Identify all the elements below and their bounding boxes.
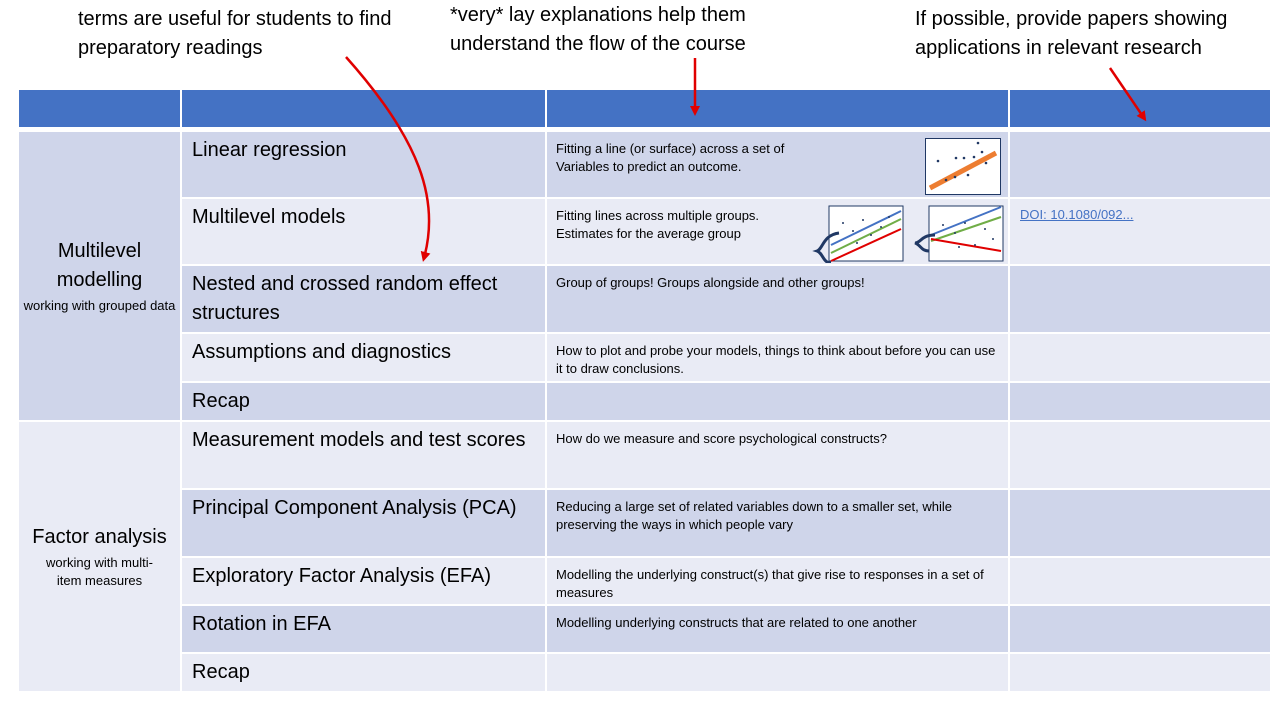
paper-link[interactable] [1010, 490, 1270, 498]
header-cell [180, 88, 547, 129]
topic-description: Fitting a line (or surface) across a set… [547, 132, 1008, 195]
paper-link[interactable]: DOI: 10.1080/092... [1020, 207, 1134, 222]
section-title: Multilevel modelling [56, 240, 143, 291]
table-row: Recap [18, 381, 1272, 422]
table-row: Factor analysis working with multi-item … [17, 420, 1272, 693]
topic-label: Recap [192, 661, 250, 683]
annotation-lay-explanations: *very* lay explanations help them unders… [450, 4, 746, 55]
topic-label: Measurement models and test scores [192, 429, 526, 451]
topic-description [547, 654, 1008, 662]
section-title: Factor analysis [32, 526, 167, 548]
paper-link[interactable] [1010, 132, 1270, 140]
paper-link[interactable] [1010, 266, 1270, 274]
topic-description: Modelling the underlying construct(s) th… [556, 567, 984, 600]
section-subtitle: working with grouped data [23, 298, 176, 313]
table-row: Nested and crossed random effect structu… [18, 264, 1272, 334]
topic-description: How to plot and probe your models, thing… [556, 343, 996, 376]
table-row: Assumptions and diagnostics How to plot … [18, 332, 1272, 383]
paper-link[interactable] [1010, 422, 1270, 430]
header-cell [545, 88, 1010, 129]
topic-description: How do we measure and score psychologica… [556, 431, 887, 446]
paper-link[interactable] [1010, 334, 1270, 342]
paper-link[interactable] [1010, 383, 1270, 391]
annotation-papers: If possible, provide papers showing appl… [915, 8, 1228, 59]
table-row: Multilevel modelling working with groupe… [17, 130, 1272, 422]
section-subtitle: working with multi-item measures [46, 555, 153, 588]
header-cell [1008, 88, 1272, 129]
table-row: Multilevel models Fitting lines across m… [18, 197, 1272, 266]
multilevel-lines-icon [812, 205, 1004, 263]
header-cell [17, 88, 182, 129]
course-table: Multilevel modelling working with groupe… [17, 88, 1272, 693]
topic-description: Modelling underlying constructs that are… [556, 615, 917, 630]
paper-link[interactable] [1010, 558, 1270, 566]
table-header-row [17, 88, 1272, 129]
topic-description: Fitting lines across multiple groups. Es… [547, 199, 1008, 263]
section-factor-analysis: Factor analysis working with multi-item … [17, 420, 182, 693]
topic-label: Multilevel models [192, 206, 346, 228]
paper-link[interactable] [1010, 654, 1270, 662]
topic-description: Group of groups! Groups alongside and ot… [556, 275, 865, 290]
topic-label: Nested and crossed random effect structu… [192, 273, 498, 324]
topic-label: Recap [192, 390, 250, 412]
topic-label: Principal Component Analysis (PCA) [192, 497, 517, 519]
topic-label: Assumptions and diagnostics [192, 341, 452, 363]
topic-label: Linear regression [192, 139, 347, 161]
table-row: Rotation in EFA Modelling underlying con… [18, 604, 1272, 654]
annotation-terms: terms are useful for students to find pr… [78, 8, 392, 59]
scatter-regression-icon [925, 138, 1001, 195]
table-row: Recap [18, 652, 1272, 693]
topic-description [547, 383, 1008, 391]
topic-description: Reducing a large set of related variable… [556, 499, 952, 532]
paper-link[interactable] [1010, 606, 1270, 614]
table-row: Exploratory Factor Analysis (EFA) Modell… [18, 556, 1272, 606]
section-multilevel-modelling: Multilevel modelling working with groupe… [17, 130, 182, 422]
table-row: Principal Component Analysis (PCA) Reduc… [18, 488, 1272, 558]
topic-label: Exploratory Factor Analysis (EFA) [192, 565, 491, 587]
topic-label: Rotation in EFA [192, 613, 331, 635]
